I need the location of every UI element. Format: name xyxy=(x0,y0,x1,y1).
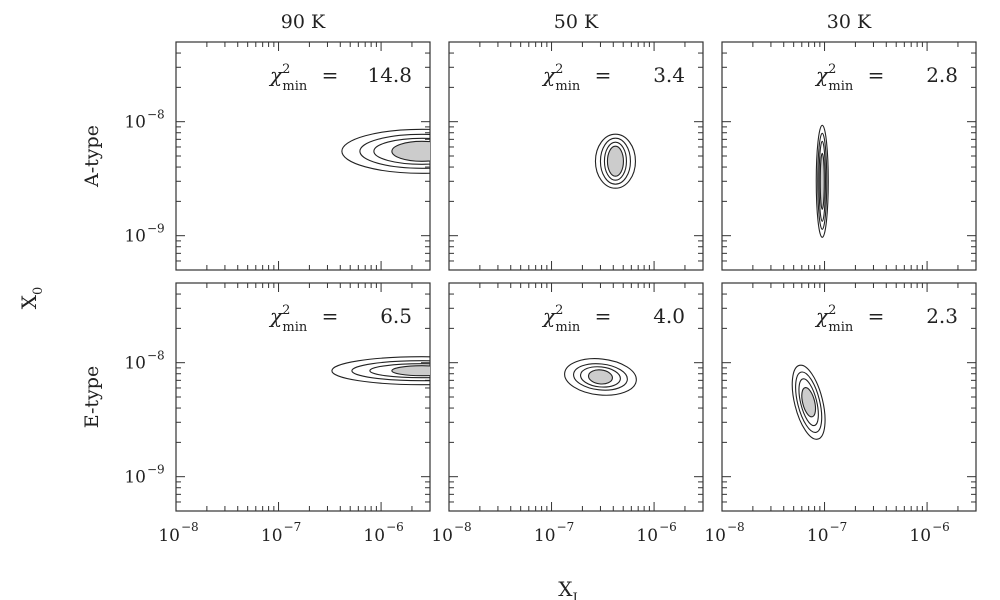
column-title: 50 K xyxy=(554,11,599,33)
x-tick-label-exp: −7 xyxy=(284,520,302,534)
row-title: E-type xyxy=(81,366,103,428)
x-tick-label: 10 xyxy=(807,526,829,546)
x-tick-label: 10 xyxy=(158,526,180,546)
x-tick-label: 10 xyxy=(363,526,385,546)
contour-line xyxy=(817,132,828,230)
contour-core xyxy=(391,365,430,377)
y-tick-label-exp: −9 xyxy=(147,222,165,236)
x-tick-label-exp: −8 xyxy=(454,520,472,534)
contour-line xyxy=(818,140,827,222)
contour-line xyxy=(798,378,819,427)
y-tick-label-exp: −8 xyxy=(147,108,165,122)
chi2-value: 3.4 xyxy=(653,63,685,87)
x-tick-label-exp: −8 xyxy=(727,520,745,534)
x-tick-label-exp: −6 xyxy=(386,520,404,534)
contour-core xyxy=(391,140,430,162)
column-title: 90 K xyxy=(281,11,326,33)
x-tick-label-exp: −7 xyxy=(830,520,848,534)
y-tick-label: 10 xyxy=(124,354,146,374)
x-tick-label: 10 xyxy=(431,526,453,546)
row-title: A-type xyxy=(81,125,103,188)
contour-line xyxy=(603,141,627,181)
x-tick-label: 10 xyxy=(704,526,726,546)
x-tick-label-exp: −8 xyxy=(181,520,199,534)
contour-line xyxy=(599,137,631,185)
chi2-value: 6.5 xyxy=(380,304,412,328)
x-tick-label: 10 xyxy=(909,526,931,546)
contour-line xyxy=(564,358,637,396)
y-tick-label-exp: −9 xyxy=(147,463,165,477)
contour-line xyxy=(351,360,430,382)
y-tick-label: 10 xyxy=(124,227,146,247)
contour-line xyxy=(795,371,823,433)
x-tick-label: 10 xyxy=(261,526,283,546)
contour-line xyxy=(579,366,621,388)
contour-core xyxy=(819,152,825,210)
y-tick-label: 10 xyxy=(124,468,146,488)
contour-line xyxy=(341,128,430,174)
contour-line xyxy=(359,133,430,169)
x-tick-label: 10 xyxy=(534,526,556,546)
contour-line xyxy=(373,137,430,165)
x-tick-label-exp: −6 xyxy=(659,520,677,534)
contour-core xyxy=(606,145,624,177)
contour-line xyxy=(331,356,430,386)
chi2-value: 4.0 xyxy=(653,304,685,328)
y-tick-label: 10 xyxy=(124,113,146,133)
column-title: 30 K xyxy=(827,11,872,33)
contour-core xyxy=(587,369,613,385)
contour-core xyxy=(801,387,817,418)
chi2-value: 2.3 xyxy=(926,304,958,328)
x-tick-label-exp: −6 xyxy=(932,520,950,534)
x-tick-label: 10 xyxy=(636,526,658,546)
contour-line xyxy=(815,124,829,238)
chi2-value: 14.8 xyxy=(367,63,412,87)
contour-line xyxy=(791,364,826,440)
contour-line xyxy=(369,363,430,379)
y-tick-label-exp: −8 xyxy=(147,349,165,363)
contour-line xyxy=(594,133,636,189)
x-axis-label: XJ xyxy=(558,577,577,600)
y-axis-label: X0 xyxy=(17,287,46,310)
contour-line xyxy=(573,363,628,391)
chi2-value: 2.8 xyxy=(926,63,958,87)
x-tick-label-exp: −7 xyxy=(557,520,575,534)
